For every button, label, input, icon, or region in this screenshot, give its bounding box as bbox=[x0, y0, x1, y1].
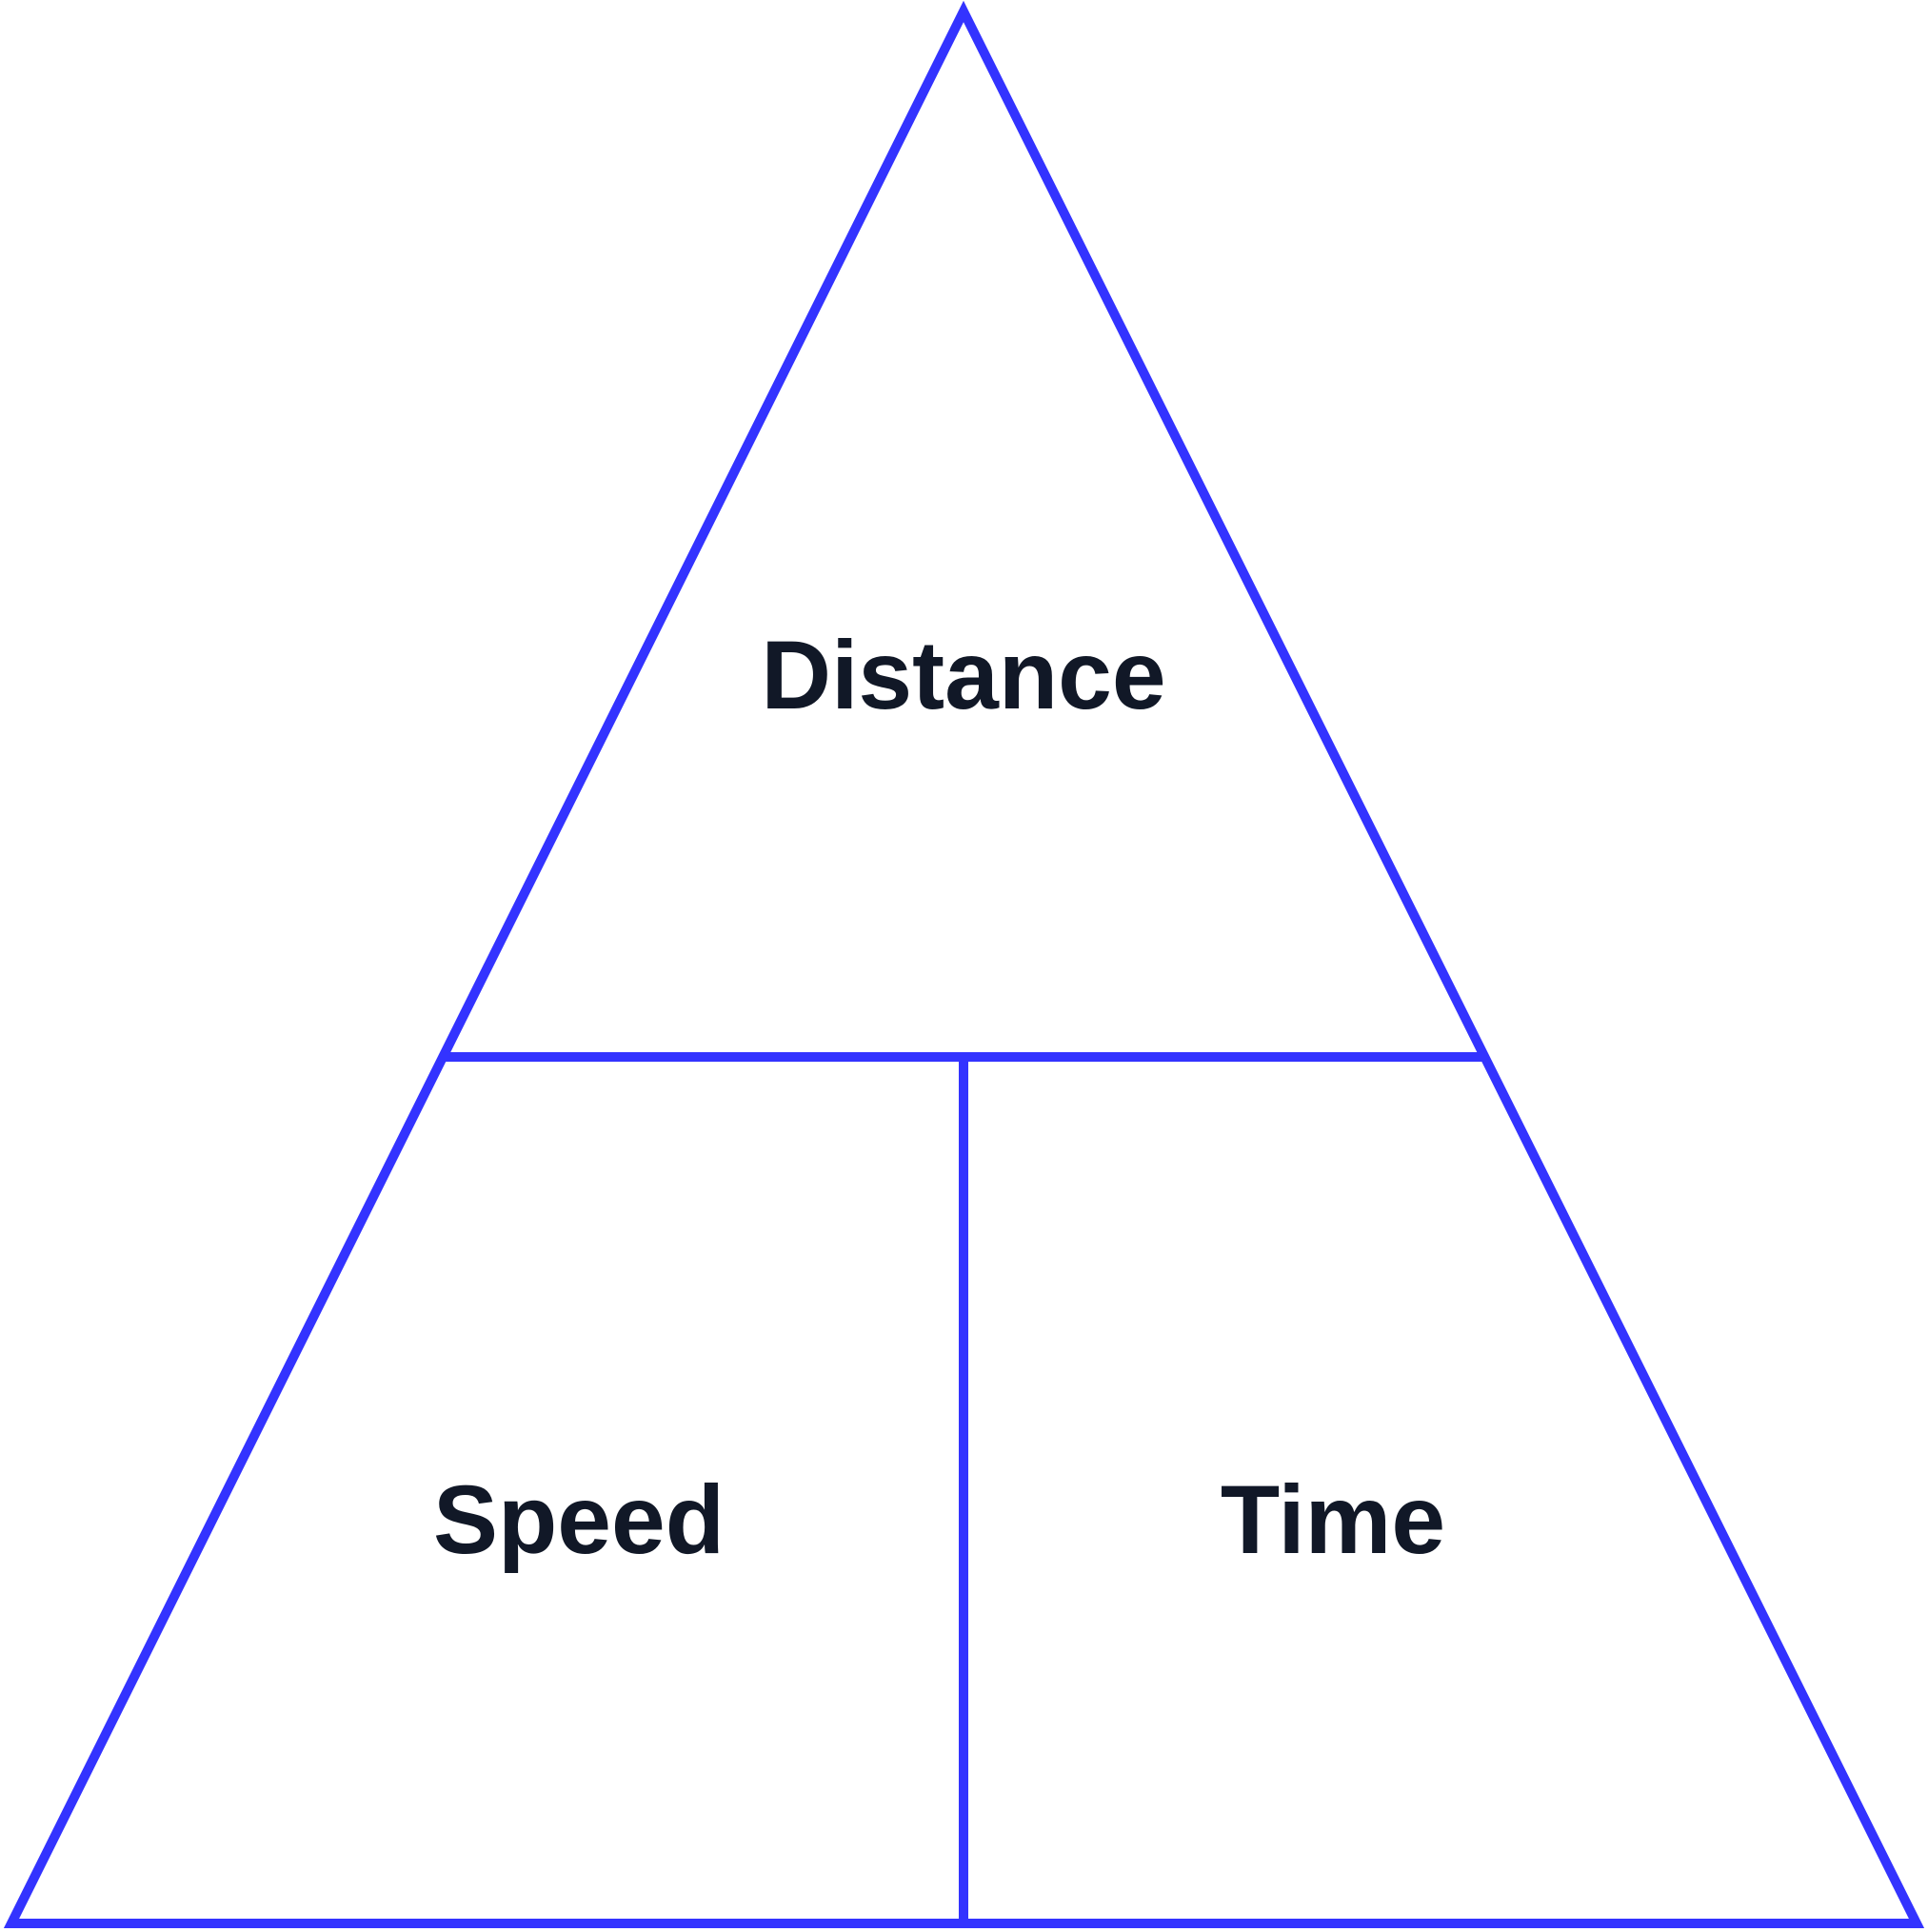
label-distance: Distance bbox=[761, 621, 1165, 729]
label-speed: Speed bbox=[433, 1465, 725, 1574]
label-time: Time bbox=[1221, 1465, 1445, 1574]
